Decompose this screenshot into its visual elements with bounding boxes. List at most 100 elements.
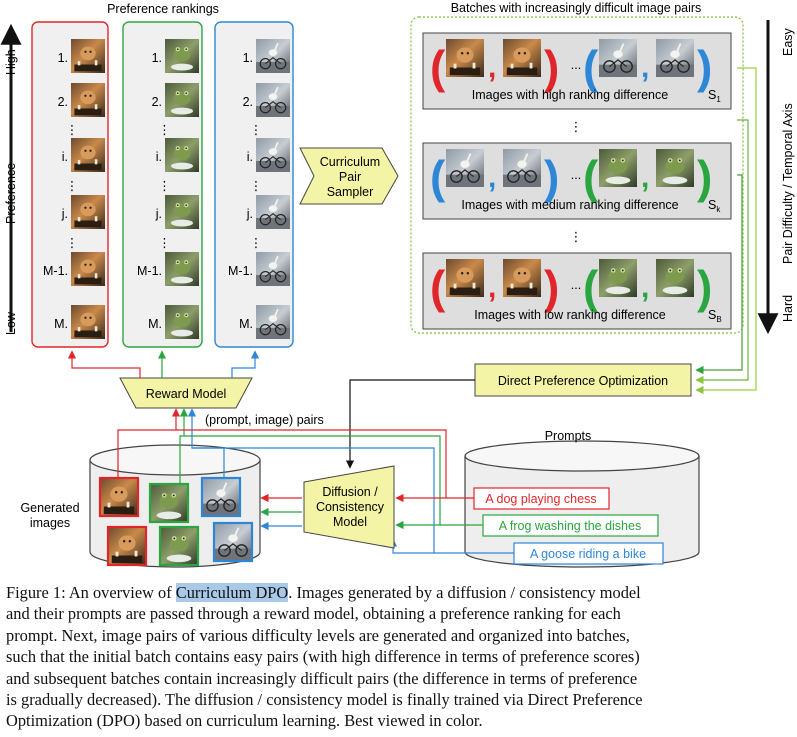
dog-playing-chess-image: [71, 83, 105, 117]
dog-playing-chess-image: [503, 259, 541, 297]
generated-label-1: Generated: [20, 501, 79, 515]
dog-playing-chess-image: [446, 259, 484, 297]
pair-close-paren: ): [697, 151, 712, 203]
generated-frog-washing-dishes-image: [148, 482, 190, 524]
rank-label: M.: [148, 317, 162, 331]
frog-washing-dishes-image: [656, 149, 694, 187]
sampler-line-1: Curriculum: [320, 155, 380, 169]
rank-label: ⋮: [158, 236, 171, 250]
dog-playing-chess-image: [71, 39, 105, 73]
axis-low-label: Low: [4, 311, 18, 335]
goose-riding-bike-image: [256, 252, 290, 286]
rank-label: i.: [62, 150, 68, 164]
rank-label: ⋮: [250, 123, 263, 137]
caption-line-7: Optimization (DPO) based on curriculum l…: [6, 711, 483, 731]
rank-label: M-1.: [137, 264, 162, 278]
rank-label: M-1.: [43, 264, 68, 278]
rank-label: ⋮: [250, 236, 263, 250]
goose-riding-bike-image: [256, 39, 290, 73]
goose-riding-bike-image: [256, 305, 290, 339]
batch-tag-base: S: [708, 88, 716, 102]
caption-line-2: and their prompts are passed through a r…: [6, 604, 621, 624]
pair-open-paren: (: [583, 151, 599, 203]
prompt-goose-text: A goose riding a bike: [530, 547, 646, 561]
diffusion-line-1: Diffusion /: [322, 485, 378, 499]
difficulty-axis: Easy Pair Difficulty / Temporal Axis Har…: [757, 20, 795, 335]
rank-label: ⋮: [158, 123, 171, 137]
rank-label: M.: [239, 317, 253, 331]
pair-ellipsis: ...: [571, 58, 581, 72]
prompt-goose: A goose riding a bike: [513, 542, 664, 565]
rank-label: i.: [247, 150, 253, 164]
generated-dog-playing-chess-image: [98, 476, 140, 518]
ranking-panel-goose: 1.2.⋮i.⋮j.⋮M-1.M.: [214, 21, 294, 348]
rank-label: ⋮: [158, 179, 171, 193]
prompts-title: Prompts: [545, 429, 592, 443]
dog-playing-chess-image: [446, 39, 484, 77]
pair-comma: ,: [488, 51, 496, 84]
overview-figure: Preference rankings High Preference Low …: [0, 1, 795, 568]
dog-playing-chess-image: [71, 252, 105, 286]
rank-label: M-1.: [228, 264, 253, 278]
sampler-line-2: Pair: [339, 170, 361, 184]
pair-comma: ,: [641, 161, 649, 194]
batch-tag: S1: [708, 88, 721, 104]
pair-open-paren: (: [430, 261, 446, 313]
prompts-store: [464, 440, 700, 568]
generated-frog-washing-dishes-image: [158, 525, 200, 567]
batch-vdots-2: ⋮: [570, 229, 583, 244]
frog-washing-dishes-image: [656, 259, 694, 297]
batch-caption: Images with medium ranking difference: [461, 198, 678, 212]
caption-highlight: Curriculum DPO: [175, 583, 289, 602]
dpo-to-model-arrow: [345, 379, 475, 469]
batch-tag-sub: 1: [716, 95, 721, 104]
goose-riding-bike-image: [502, 149, 542, 187]
reward-to-rankings-arrows: [67, 350, 260, 378]
goose-riding-bike-image: [256, 195, 290, 229]
frog-washing-dishes-image: [165, 83, 199, 117]
batch-3: (,)(,)...Images with low ranking differe…: [422, 252, 732, 330]
rank-label: j.: [61, 207, 68, 221]
pair-comma: ,: [488, 161, 496, 194]
axis-easy-label: Easy: [781, 27, 795, 56]
frog-washing-dishes-image: [165, 39, 199, 73]
pair-open-paren: (: [583, 41, 599, 93]
reward-model: Reward Model: [119, 377, 253, 409]
dog-playing-chess-image: [71, 305, 105, 339]
rank-label: ⋮: [66, 123, 79, 137]
prompt-dog: A dog playing chess: [473, 487, 610, 510]
rank-label: i.: [156, 150, 162, 164]
sampler-line-3: Sampler: [327, 185, 374, 199]
batch-1: (,)(,)...Images with high ranking differ…: [422, 32, 732, 110]
frog-washing-dishes-image: [165, 252, 199, 286]
goose-riding-bike-image: [256, 138, 290, 172]
pair-comma: ,: [641, 271, 649, 304]
axis-preference-label: Preference: [4, 163, 18, 224]
generated-goose-riding-bike-image: [212, 521, 254, 563]
batch-tag-sub: B: [716, 315, 721, 324]
generated-dog-playing-chess-image: [106, 525, 148, 567]
caption-line-5: and subsequent batches contain increasin…: [6, 668, 638, 688]
rank-label: 2.: [243, 95, 253, 109]
frog-washing-dishes-image: [165, 195, 199, 229]
pair-open-paren: (: [583, 261, 599, 313]
rank-label: j.: [155, 207, 162, 221]
pair-close-paren: ): [544, 261, 559, 313]
pair-open-paren: (: [430, 151, 446, 203]
diffusion-line-2: Consistency: [316, 500, 385, 514]
axis-hard-label: Hard: [781, 295, 795, 322]
pair-comma: ,: [641, 51, 649, 84]
frog-washing-dishes-image: [165, 138, 199, 172]
ranking-panel-dog: 1.2.⋮i.⋮j.⋮M-1.M.: [31, 21, 109, 348]
rank-label: ⋮: [250, 179, 263, 193]
reward-model-label: Reward Model: [146, 387, 227, 401]
generated-goose-riding-bike-image: [200, 476, 242, 518]
dog-playing-chess-image: [71, 195, 105, 229]
prompt-frog: A frog washing the dishes: [482, 514, 659, 537]
rank-label: 2.: [152, 95, 162, 109]
goose-riding-bike-image: [655, 39, 695, 77]
batches-container: [410, 16, 744, 334]
rank-label: j.: [246, 207, 253, 221]
dpo-label: Direct Preference Optimization: [498, 374, 668, 388]
frog-washing-dishes-image: [165, 305, 199, 339]
